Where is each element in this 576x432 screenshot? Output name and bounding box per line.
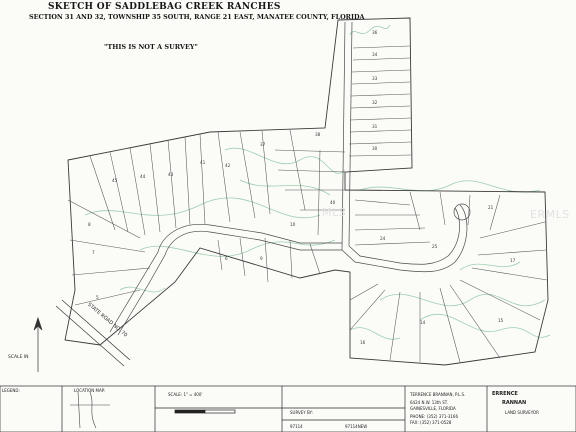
scale-label: SCALE: 1" = 400' [168,392,203,397]
location-map-label: LOCATION MAP: [74,388,106,393]
lot-label: 21 [488,205,494,210]
state-road [55,299,131,367]
road [109,21,468,336]
lot-label: 17 [510,258,516,263]
lot-label: 15 [498,318,504,323]
lot-label: 34 [372,52,378,57]
lot-label: 33 [372,76,378,81]
lot-label: 5 [96,295,99,300]
scale-text: SCALE IN [8,355,29,360]
lot-label: 40 [330,200,336,205]
watermark: MLS [322,206,347,219]
lot-label: 43 [168,172,174,177]
surveyor-name: TERRENCE BRANNAN, P.L.S. [410,392,466,397]
lot-label: 30 [372,146,378,151]
surveyor-fax: FAX: (352) 371-0528 [410,420,452,425]
surveyor-phone: PHONE: (352) 371-3166 [410,414,458,419]
not-a-survey-note: "THIS IS NOT A SURVEY" [104,43,198,51]
location-description: SECTION 31 AND 32, TOWNSHIP 35 SOUTH, RA… [29,13,365,21]
lot-label: 45 [112,178,118,183]
lot-label: 8 [88,222,91,227]
legend-label: LEGEND: [2,388,20,393]
lot-label: 7 [92,250,95,255]
lot-label: 36 [372,30,378,35]
north-arrow-icon [33,316,43,372]
lot-label: 10 [290,222,296,227]
parcel-boundary [64,17,549,366]
firm-subtitle: LAND SURVEYOR [505,410,539,415]
surveyor-address: 6424 N.W. 13th ST. [410,400,448,405]
lot-label: 41 [200,160,206,165]
job-number-new: 97114NEW [345,424,368,429]
lot-label: 32 [372,100,378,105]
title-block [0,385,576,432]
lot-label: 42 [225,163,231,168]
scale-bar [174,409,236,414]
watermark-edge: ERMLS [530,208,570,221]
lot-label: 9 [260,256,263,261]
firm-name-line-1: ERRENCE [492,391,518,397]
lot-label: 25 [432,244,438,249]
sketch-title: SKETCH OF SADDLEBAG CREEK RANCHES [48,2,281,12]
survey-by-label: SURVEY BY: [290,410,313,415]
lot-label: 38 [315,132,321,137]
location-map [70,391,110,429]
lot-label: 24 [380,236,386,241]
lot-lines [67,45,548,363]
lot-label: 31 [372,124,378,129]
surveyor-city: GAINESVILLE, FLORIDA [410,406,456,411]
lot-label: 16 [360,340,366,345]
cul-de-sac [453,203,471,221]
lot-label: 6 [225,256,228,261]
lot-label: 14 [420,320,426,325]
firm-name-line-2: RANNAN [502,400,527,406]
lot-label: 44 [140,174,146,179]
lot-label: 37 [260,142,266,147]
contour-lines [84,24,551,340]
job-number: 97114 [290,424,303,429]
